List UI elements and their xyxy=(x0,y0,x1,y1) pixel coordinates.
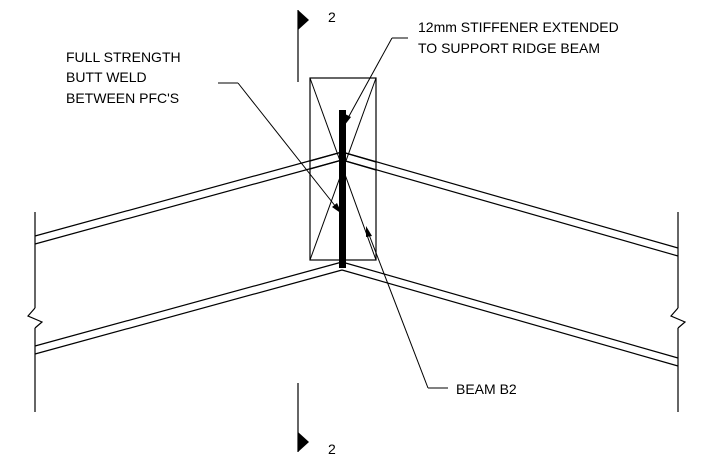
section-arrow-top-icon xyxy=(298,10,309,30)
right-column-break xyxy=(670,212,687,412)
stiffener-plate xyxy=(339,110,346,268)
weld-label-line1: FULL STRENGTH xyxy=(66,49,181,65)
section-number-bottom: 2 xyxy=(328,441,336,457)
stiffener-label-line1: 12mm STIFFENER EXTENDED xyxy=(418,19,619,35)
weld-label-line2: BUTT WELD xyxy=(66,69,147,85)
section-arrow-bottom-icon xyxy=(298,432,309,452)
stiffener-leader-arrow-icon xyxy=(344,114,351,126)
section-marker-top: 2 xyxy=(297,9,336,82)
left-column-break xyxy=(27,212,44,412)
rafter-inner-lines xyxy=(309,151,377,171)
section-marker-bottom: 2 xyxy=(297,383,336,457)
beam-leader-arrow-icon xyxy=(366,226,372,237)
stiffener-leader xyxy=(344,37,408,126)
left-rafter xyxy=(34,151,343,355)
weld-leader-arrow-icon xyxy=(332,203,342,214)
stiffener-label-line2: TO SUPPORT RIDGE BEAM xyxy=(418,40,600,56)
weld-leader xyxy=(218,82,342,214)
section-number-top: 2 xyxy=(328,9,336,25)
beam-label: BEAM B2 xyxy=(456,381,517,397)
beam-leader xyxy=(366,226,448,389)
weld-label-line3: BETWEEN PFC'S xyxy=(66,90,179,106)
right-rafter xyxy=(341,151,679,367)
